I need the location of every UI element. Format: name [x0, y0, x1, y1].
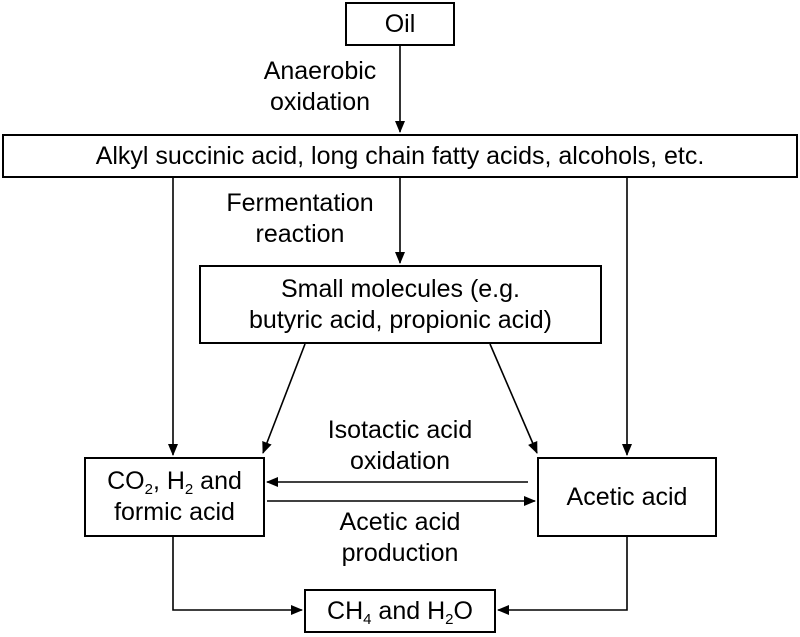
arrow-small-to-acetic	[489, 343, 538, 454]
label-fermentation-reaction: Fermentation reaction	[195, 188, 405, 250]
node-intermediates: Alkyl succinic acid, long chain fatty ac…	[2, 134, 798, 178]
label-acetic-acid-production: Acetic acid production	[300, 507, 500, 569]
node-oil: Oil	[345, 2, 455, 46]
label-fermentation-line1: Fermentation	[226, 189, 374, 217]
ch-text: CH	[327, 596, 364, 625]
label-isotactic-line2: oxidation	[349, 447, 451, 475]
arrow-small-to-co2	[262, 343, 306, 454]
node-intermediates-label: Alkyl succinic acid, long chain fatty ac…	[95, 141, 705, 170]
o-text: O	[453, 596, 473, 625]
and-h-text: and H	[371, 596, 446, 625]
node-co2-line2: formic acid	[114, 498, 235, 526]
label-anaerobic-line1: Anaerobic	[263, 57, 377, 85]
co-subscript: 2	[144, 481, 153, 498]
label-acetic-production-line2: production	[341, 539, 459, 567]
node-small-molecules-line1: Small molecules (e.g.	[281, 274, 520, 303]
node-small-molecules: Small molecules (e.g. butyric acid, prop…	[199, 265, 602, 344]
co-text: CO	[107, 467, 145, 495]
node-acetic-acid-label: Acetic acid	[566, 482, 688, 511]
label-isotactic-line1: Isotactic acid	[327, 416, 473, 444]
label-fermentation-line2: reaction	[255, 220, 345, 248]
h-subscript: 2	[184, 481, 194, 498]
node-ch4-label: CH4 and H2O	[327, 596, 473, 627]
node-ch4-h2o: CH4 and H2O	[304, 589, 496, 633]
label-acetic-production-line1: Acetic acid	[339, 508, 461, 536]
and-text: and	[193, 467, 242, 495]
ch-subscript: 4	[363, 610, 372, 628]
arrow-acetic-to-ch4	[497, 537, 628, 615]
h-text: , H	[152, 467, 185, 495]
node-co2-h2-formic: CO2, H2 and formic acid	[84, 457, 265, 537]
arrow-co2-to-ch4	[172, 537, 303, 615]
node-small-molecules-line2: butyric acid, propionic acid)	[249, 305, 552, 334]
label-isotactic-acid-oxidation: Isotactic acid oxidation	[290, 415, 510, 477]
label-anaerobic-line2: oxidation	[269, 88, 371, 116]
h2o-subscript: 2	[445, 610, 454, 628]
label-anaerobic-oxidation: Anaerobic oxidation	[240, 56, 400, 118]
node-oil-label: Oil	[384, 9, 416, 38]
node-co2-line1: CO2, H2 and	[107, 466, 242, 497]
node-acetic-acid: Acetic acid	[537, 457, 717, 537]
